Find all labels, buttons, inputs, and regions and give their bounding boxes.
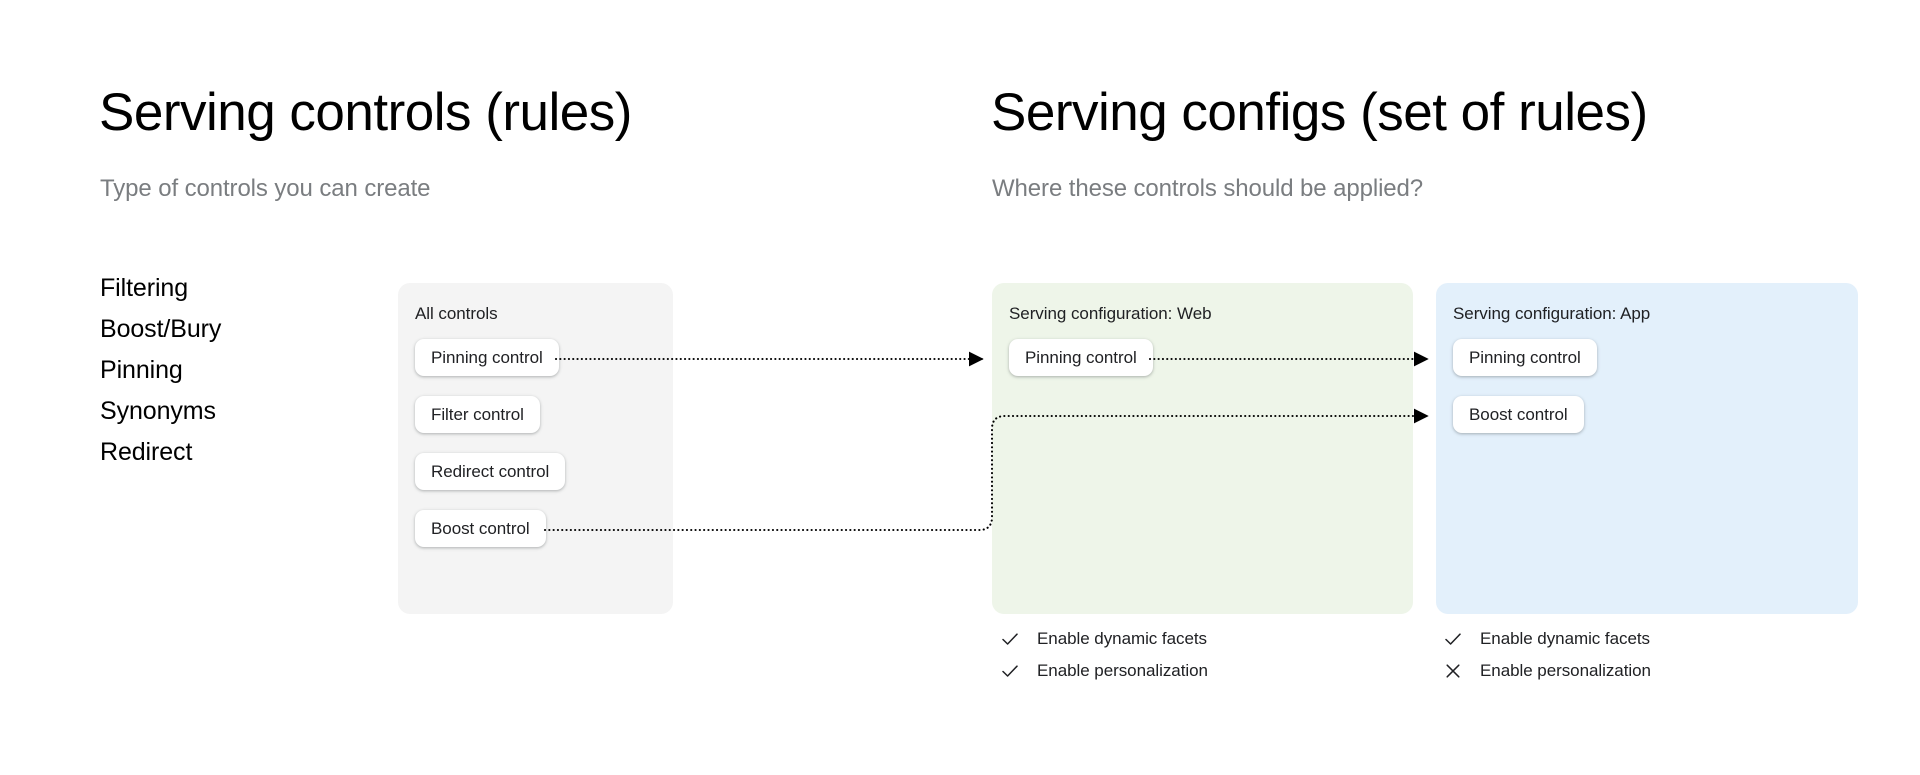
control-type-item: Pinning — [100, 356, 183, 384]
chip-pinning-control[interactable]: Pinning control — [1009, 339, 1153, 376]
option-label: Enable dynamic facets — [1037, 629, 1207, 648]
control-type-item: Boost/Bury — [100, 315, 222, 343]
option-label: Enable dynamic facets — [1480, 629, 1650, 648]
control-type-item: Redirect — [100, 438, 193, 466]
panel-serving-config-web-title: Serving configuration: Web — [1009, 304, 1212, 323]
control-types-list: Filtering Boost/Bury Pinning Synonyms Re… — [100, 268, 221, 473]
check-icon — [1000, 629, 1020, 649]
page-subtitle-left: Type of controls you can create — [100, 175, 431, 202]
chip-pinning-control[interactable]: Pinning control — [1453, 339, 1597, 376]
control-type-item: Filtering — [100, 274, 189, 302]
chip-boost-control[interactable]: Boost control — [1453, 396, 1584, 433]
chip-redirect-control[interactable]: Redirect control — [415, 453, 566, 490]
panel-all-controls: All controls Pinning control Filter cont… — [398, 283, 673, 614]
control-type-item: Synonyms — [100, 397, 216, 425]
check-icon — [1443, 629, 1463, 649]
chip-pinning-control[interactable]: Pinning control — [415, 339, 559, 376]
option-row-enable-personalization: Enable personalization — [1443, 659, 1651, 683]
check-icon — [1000, 661, 1020, 681]
option-label: Enable personalization — [1037, 661, 1208, 680]
close-icon — [1443, 661, 1463, 681]
panel-all-controls-title: All controls — [415, 304, 498, 323]
panel-serving-config-app-title: Serving configuration: App — [1453, 304, 1651, 323]
page-title-right: Serving configs (set of rules) — [991, 83, 1648, 142]
chip-boost-control[interactable]: Boost control — [415, 510, 546, 547]
options-list-app: Enable dynamic facets Enable personaliza… — [1443, 627, 1651, 683]
option-row-enable-personalization: Enable personalization — [1000, 659, 1208, 683]
option-row-enable-dynamic-facets: Enable dynamic facets — [1000, 627, 1208, 651]
panel-serving-config-app: Serving configuration: App Pinning contr… — [1436, 283, 1858, 614]
page-title-left: Serving controls (rules) — [99, 83, 632, 142]
option-row-enable-dynamic-facets: Enable dynamic facets — [1443, 627, 1651, 651]
panel-serving-config-web: Serving configuration: Web Pinning contr… — [992, 283, 1413, 614]
chip-filter-control[interactable]: Filter control — [415, 396, 540, 433]
option-label: Enable personalization — [1480, 661, 1651, 680]
options-list-web: Enable dynamic facets Enable personaliza… — [1000, 627, 1208, 683]
page-subtitle-right: Where these controls should be applied? — [992, 175, 1424, 202]
